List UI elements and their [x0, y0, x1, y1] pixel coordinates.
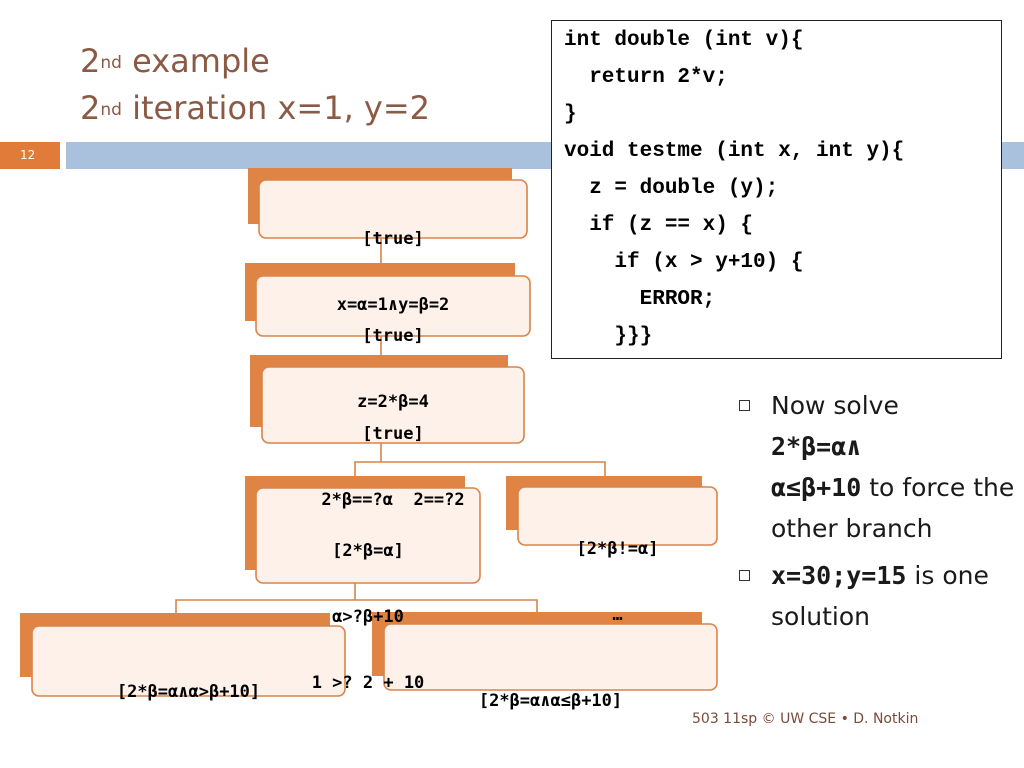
node-state: α>?β+10: [332, 607, 404, 627]
tree-node-z-equals-x: [2*β=α] α>?β+10 1 >? 2 + 10: [256, 496, 480, 716]
node-state: 1 >? 2 + 10: [311, 673, 425, 693]
tree-node-error-branch: [2*β=α∧α>β+10]: [32, 637, 345, 725]
bullet-list: Now solve 2*β=α∧ α≤β+10 to force the oth…: [735, 385, 1015, 643]
square-bullet-icon: [739, 400, 750, 411]
code-box: int double (int v){ return 2*v; } void t…: [551, 20, 1002, 359]
tree-node-shapes: [20, 168, 718, 697]
tree-node-z-not-equals-x: [2*β!=α] …: [518, 494, 717, 648]
connector-split-n6-n7: [175, 599, 538, 613]
node-condition: [true]: [362, 229, 424, 249]
code-line: int double (int v){: [564, 29, 804, 52]
code-line: ERROR;: [564, 288, 716, 311]
title-line-2: 2nd iteration x=1, y=2: [80, 89, 431, 127]
node-condition: [true]: [362, 326, 424, 346]
code-line: return 2*v;: [564, 66, 728, 89]
code-line: if (x > y+10) {: [564, 251, 804, 274]
node-state: z=2*β=4: [357, 392, 429, 412]
tree-node-true-initial: [true] x=α=1∧y=β=2: [259, 184, 527, 338]
node-state: x=α=1∧y=β=2: [336, 295, 450, 315]
tree-node-true-compare: [true] 2*β==?α 2==?2: [262, 379, 524, 533]
slide-footer: 503 11sp © UW CSE • D. Notkin: [692, 711, 919, 727]
node-condition: [2*β=α∧α≤β+10]: [478, 691, 623, 711]
node-condition: [2*β!=α]: [576, 539, 659, 559]
tree-node-true-double: [true] z=2*β=4: [256, 281, 530, 435]
title-line-1: 2nd example: [80, 42, 270, 80]
code-line: if (z == x) {: [564, 214, 754, 237]
node-ellipsis: …: [612, 605, 623, 625]
node-condition: [2*β=α∧α>β+10]: [116, 682, 261, 702]
node-state: 2*β==?α 2==?2: [321, 490, 465, 510]
tree-node-other-branch: [2*β=α∧α≤β+10]: [384, 646, 717, 734]
slide-number: 12: [20, 148, 36, 162]
bullet-item: Now solve 2*β=α∧ α≤β+10 to force the oth…: [735, 385, 1015, 549]
node-condition: [true]: [362, 424, 424, 444]
code-line: z = double (y);: [564, 177, 779, 200]
tree-connectors: [175, 238, 606, 613]
slide-title: 2nd example 2nd iteration x=1, y=2: [80, 38, 430, 132]
node-condition: [2*β=α]: [332, 541, 404, 561]
slide-number-box: 12: [0, 142, 60, 169]
bullet-item: x=30;y=15 is one solution: [735, 555, 1015, 637]
connector-split-n4-n5: [354, 461, 606, 478]
code-line: void testme (int x, int y){: [564, 140, 905, 163]
code-line: }: [564, 103, 577, 126]
square-bullet-icon: [739, 570, 750, 581]
code-line: }}}: [564, 325, 653, 348]
